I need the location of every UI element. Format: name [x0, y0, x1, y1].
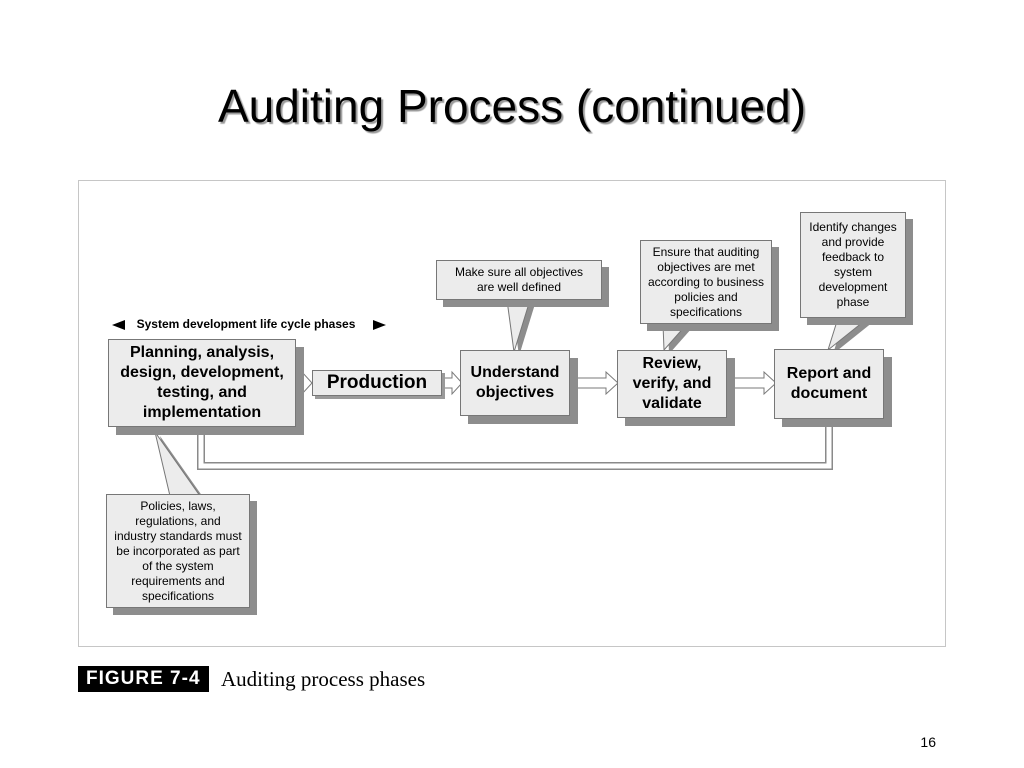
- planning-box: Planning, analysis, design, development,…: [108, 339, 296, 427]
- figure-label: FIGURE 7-4: [78, 666, 209, 692]
- arrow-production-understand: [443, 370, 463, 396]
- understand-objectives-box: Understand objectives: [460, 350, 570, 416]
- report-document-box: Report and document: [774, 349, 884, 419]
- auditing-objectives-callout: Ensure that auditing objectives are met …: [640, 240, 772, 324]
- callout-pointers: [154, 299, 873, 500]
- policies-callout: Policies, laws, regulations, and industr…: [106, 494, 250, 608]
- figure-caption: Auditing process phases: [221, 667, 426, 691]
- arrow-planning-production: [295, 370, 313, 396]
- feedback-callout: Identify changes and provide feedback to…: [800, 212, 906, 318]
- review-verify-validate-box: Review, verify, and validate: [617, 350, 727, 418]
- page-number: 16: [920, 734, 936, 750]
- objectives-callout: Make sure all objectives are well define…: [436, 260, 602, 300]
- sdlc-arrow: [112, 320, 386, 330]
- sdlc-label: System development life cycle phases: [136, 317, 356, 331]
- arrow-understand-review: [571, 370, 619, 396]
- arrow-review-report: [726, 370, 777, 396]
- slide-title: Auditing Process (continued): [217, 80, 807, 132]
- production-box: Production: [312, 370, 442, 396]
